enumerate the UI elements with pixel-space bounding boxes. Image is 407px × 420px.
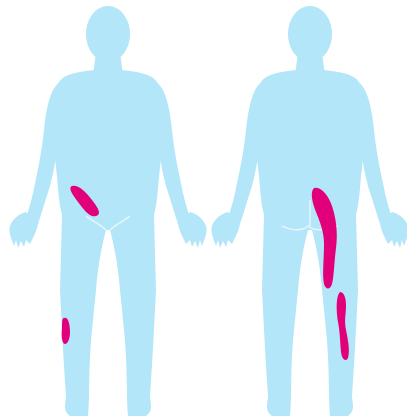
front-body-silhouette: [9, 6, 206, 416]
back-body-silhouette: [211, 6, 407, 416]
back-body-figure: [211, 6, 407, 416]
front-body-figure: [9, 6, 206, 416]
